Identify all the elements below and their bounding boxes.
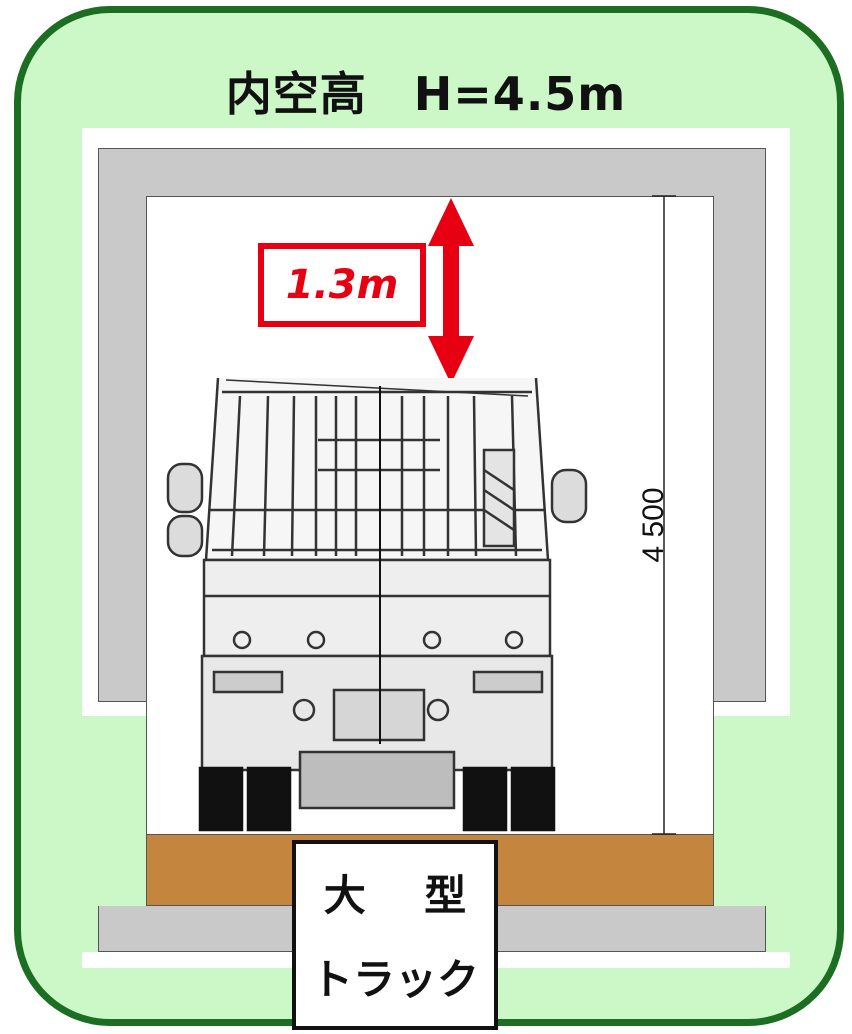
vehicle-type-line1: 大 型 xyxy=(323,871,489,920)
clearance-label-box xyxy=(258,243,426,327)
height-dimension-line xyxy=(652,195,676,835)
truck-icon xyxy=(166,377,588,832)
vehicle-type-box xyxy=(292,840,498,1030)
height-dimension-label: 4 500 xyxy=(637,487,670,563)
clearance-label: 1.3m xyxy=(285,262,399,308)
clearance-arrow xyxy=(428,198,474,384)
vehicle-type-line2: トラック xyxy=(310,955,479,1004)
diagram-title: 内空高 H=4.5m xyxy=(225,67,627,121)
